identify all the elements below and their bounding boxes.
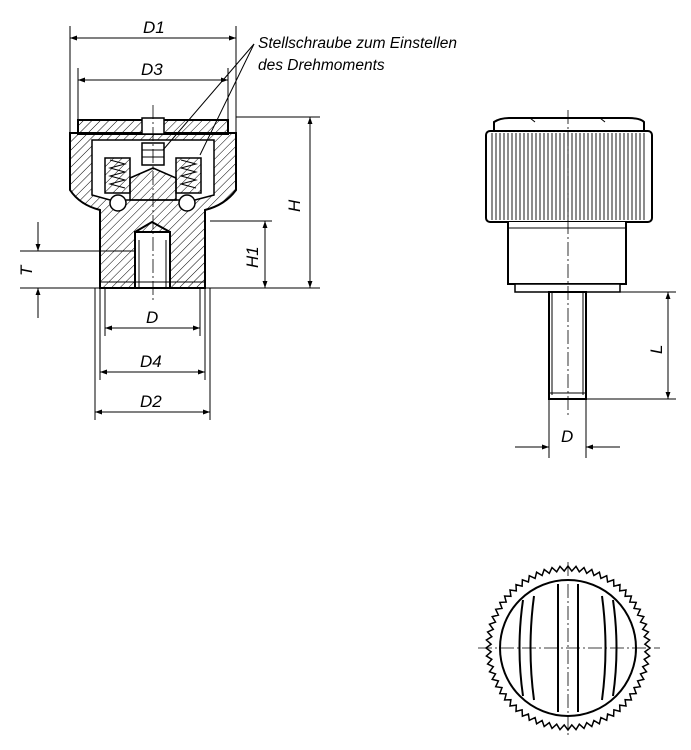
section-ball-right — [178, 194, 196, 212]
section-spring-left — [104, 157, 131, 194]
section-spring-right — [175, 157, 202, 194]
dim-t-label: T — [17, 264, 36, 276]
section-view — [69, 105, 237, 300]
annotation: Stellschraube zum Einstellen des Drehmom… — [162, 35, 457, 156]
annotation-line-1: Stellschraube zum Einstellen — [258, 35, 457, 52]
section-threaded-bore — [134, 231, 171, 289]
side-view — [485, 110, 653, 415]
side-threaded-pin — [548, 291, 587, 400]
side-base — [514, 283, 621, 293]
annotation-line-2: des Drehmoments — [258, 57, 385, 74]
dim-d-section-label: D — [146, 308, 158, 327]
dim-d-side-label: D — [561, 427, 573, 446]
dim-d2-label: D2 — [140, 392, 162, 411]
dim-d1-label: D1 — [143, 18, 165, 37]
dim-d4-label: D4 — [140, 352, 162, 371]
dim-h-label: H — [285, 199, 304, 212]
side-knurl-lines — [491, 133, 645, 220]
side-dimensions: L D — [515, 291, 676, 458]
dim-h1-label: H1 — [243, 246, 262, 268]
side-body — [507, 222, 627, 285]
section-ball-left — [109, 194, 127, 212]
top-view — [478, 562, 660, 738]
section-dimensions: D1 D3 H H1 T D D4 D2 — [17, 18, 320, 420]
dim-d3-label: D3 — [141, 60, 163, 79]
side-knurled-head — [485, 130, 653, 223]
dim-l-label: L — [647, 345, 666, 354]
